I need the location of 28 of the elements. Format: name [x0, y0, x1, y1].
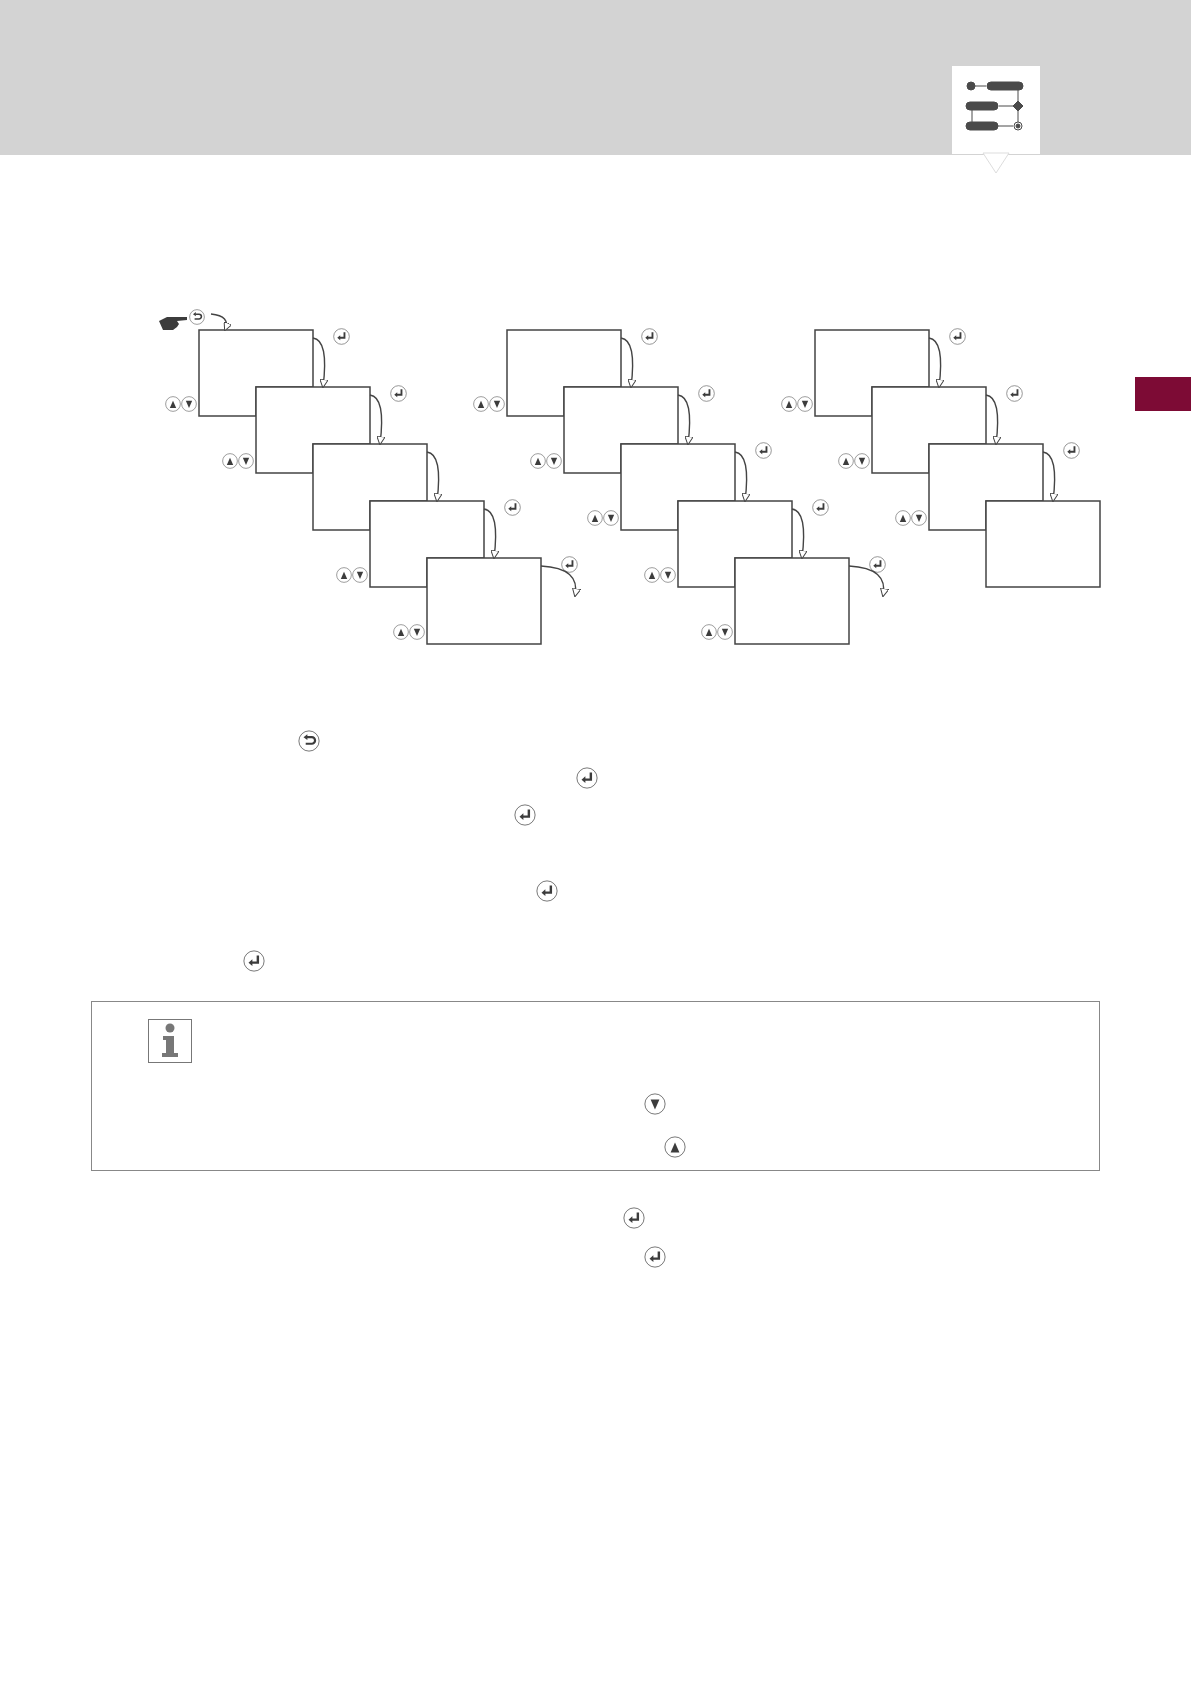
display-screen: [621, 444, 735, 530]
arrow: [928, 337, 945, 389]
arrow: [848, 565, 889, 598]
display-screen: [256, 387, 370, 473]
arrow: [620, 337, 637, 389]
arrow: [677, 394, 694, 446]
display-screen: [313, 444, 427, 530]
display-screen: [815, 330, 929, 416]
display-screen: [735, 558, 849, 644]
display-screen: [427, 558, 541, 644]
arrow: [985, 394, 1002, 446]
display-screen: [507, 330, 621, 416]
arrow: [540, 565, 581, 598]
arrow: [312, 337, 329, 389]
arrow: [734, 451, 751, 503]
arrow: [210, 313, 233, 332]
arrow: [791, 508, 808, 560]
display-screen: [929, 444, 1043, 530]
arrow: [426, 451, 443, 503]
arrow: [369, 394, 386, 446]
display-screen: [199, 330, 313, 416]
display-screen: [986, 501, 1100, 587]
display-screen: [872, 387, 986, 473]
display-screen: [370, 501, 484, 587]
display-screen: [678, 501, 792, 587]
display-screen: [564, 387, 678, 473]
arrow: [483, 508, 500, 560]
arrow: [1042, 451, 1059, 503]
